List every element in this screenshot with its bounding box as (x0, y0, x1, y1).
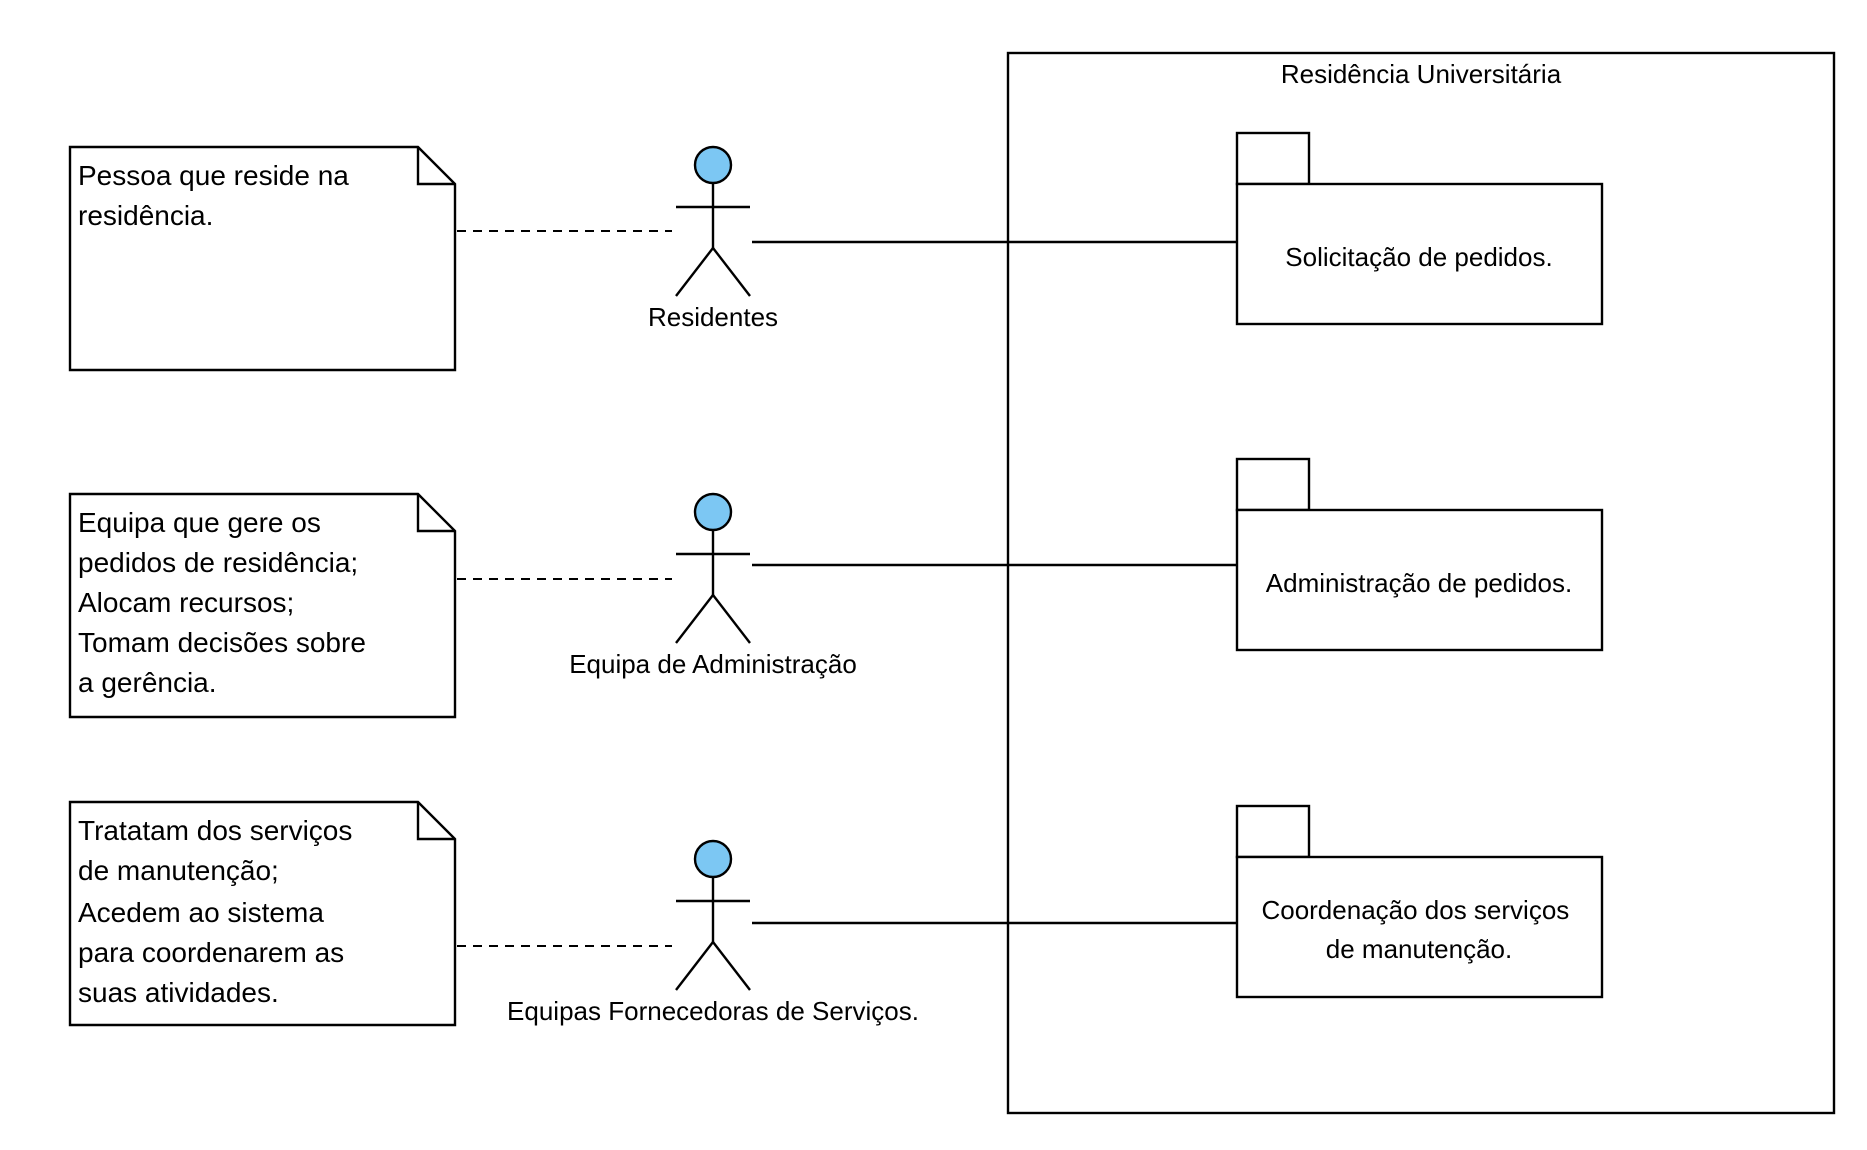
actor-label: Equipas Fornecedoras de Serviços. (507, 996, 919, 1026)
note-administracao: Equipa que gere os pedidos de residência… (68, 492, 457, 719)
package-body (1235, 182, 1604, 326)
actor-label: Residentes (648, 302, 778, 332)
actor-head-icon (693, 492, 733, 532)
package-tab (1235, 457, 1311, 512)
actor-equipa-administracao: Equipa de Administração (569, 492, 857, 679)
note-line: Tratatam dos serviços (78, 815, 352, 846)
package-solicitacao: Solicitação de pedidos. (1235, 131, 1604, 326)
note-text: Equipa que gere os pedidos de residência… (78, 507, 374, 698)
note-residentes: Pessoa que reside na residência. (68, 145, 457, 372)
package-label: Solicitação de pedidos. (1285, 242, 1552, 272)
note-line: para coordenarem as (78, 937, 344, 968)
note-line: Equipa que gere os (78, 507, 321, 538)
note-line: Acedem ao sistema (78, 897, 324, 928)
note-line: de manutenção; (78, 855, 279, 886)
note-fold (416, 494, 455, 533)
system-title: Residência Universitária (1281, 59, 1562, 89)
package-body (1235, 855, 1604, 999)
actor-leg-right (712, 594, 751, 644)
actor-leg-left (675, 941, 714, 991)
package-label: Administração de pedidos. (1266, 568, 1572, 598)
actor-label: Equipa de Administração (569, 649, 857, 679)
note-text: Pessoa que reside na residência. (78, 160, 357, 231)
package-label: Coordenação dos serviços de manutenção. (1261, 895, 1576, 964)
note-line: Alocam recursos; (78, 587, 294, 618)
package-tab (1235, 804, 1311, 859)
actor-leg-right (712, 247, 751, 297)
package-tab (1235, 131, 1311, 186)
note-shape (68, 492, 457, 719)
note-line: residência. (78, 200, 213, 231)
note-text: Tratatam dos serviços de manutenção; Ace… (78, 815, 360, 1008)
actor-head-icon (693, 145, 733, 185)
note-fold (416, 147, 455, 186)
note-fold (416, 802, 455, 841)
actor-leg-right (712, 941, 751, 991)
actor-leg-left (675, 594, 714, 644)
note-line: suas atividades. (78, 977, 279, 1008)
note-shape (68, 145, 457, 372)
note-line: a gerência. (78, 667, 217, 698)
note-line: Tomam decisões sobre (78, 627, 366, 658)
actor-head-icon (693, 839, 733, 879)
actor-leg-left (675, 247, 714, 297)
actor-equipas-fornecedoras: Equipas Fornecedoras de Serviços. (507, 839, 919, 1026)
note-shape (68, 800, 457, 1027)
package-body (1235, 508, 1604, 652)
note-line: pedidos de residência; (78, 547, 358, 578)
package-label-line: Coordenação dos serviços (1261, 895, 1569, 925)
package-coordenacao: Coordenação dos serviços de manutenção. (1235, 804, 1604, 999)
note-fornecedoras: Tratatam dos serviços de manutenção; Ace… (68, 800, 457, 1027)
package-label-line: de manutenção. (1326, 934, 1512, 964)
actor-residentes: Residentes (648, 145, 778, 332)
note-line: Pessoa que reside na (78, 160, 349, 191)
package-administracao: Administração de pedidos. (1235, 457, 1604, 652)
